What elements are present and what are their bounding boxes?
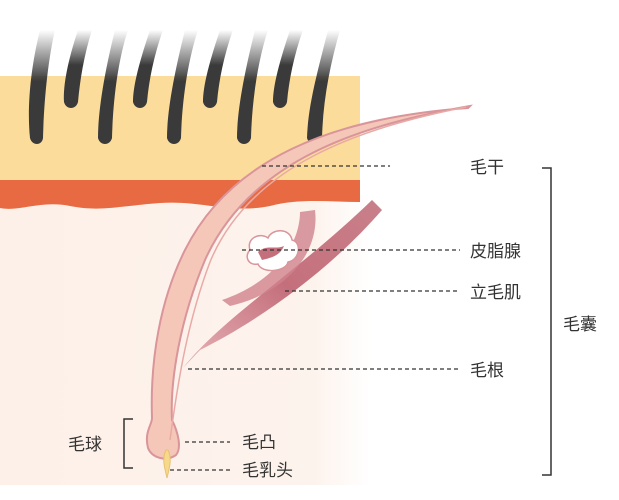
label-hair-bulge: 毛凸 (242, 433, 276, 453)
hair-core (169, 106, 467, 441)
label-hair-bulb: 毛球 (68, 435, 102, 455)
bracket-hair-follicle (542, 167, 552, 476)
dermal-papilla (163, 449, 171, 479)
label-hair-shaft: 毛干 (470, 158, 504, 178)
surface-hairs (28, 30, 340, 144)
label-sebaceous-gland: 皮脂腺 (470, 242, 521, 262)
label-hair-follicle: 毛囊 (563, 315, 597, 335)
label-arrector-pili: 立毛肌 (470, 283, 521, 303)
arrector-pili-muscle (183, 200, 382, 368)
label-hair-root: 毛根 (470, 361, 504, 381)
muscle-upper-arm (222, 210, 316, 306)
label-dermal-papilla: 毛乳头 (242, 461, 293, 481)
bracket-hair-bulb (123, 418, 133, 469)
dermis-band (0, 180, 360, 209)
hair-follicle-shaft (145, 104, 473, 460)
